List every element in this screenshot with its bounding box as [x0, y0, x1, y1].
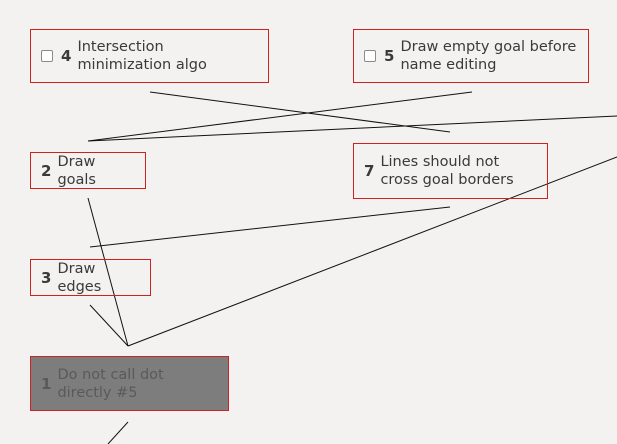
- goal-3[interactable]: 3 Draw edges: [30, 259, 151, 296]
- goal-title: Draw goals: [57, 153, 96, 188]
- edge: [107, 421, 129, 444]
- goal-title: Intersection minimization algo: [77, 39, 207, 73]
- goal-title: Lines should not cross goal borders: [380, 154, 514, 188]
- goal-2[interactable]: 2 Draw goals: [30, 152, 146, 189]
- goal-title: Do not call dot directly #5: [57, 366, 164, 401]
- goal-number: 1: [41, 374, 52, 393]
- goal-1[interactable]: 1 Do not call dot directly #5: [30, 356, 229, 411]
- goal-4[interactable]: 4 Intersection minimization algo: [30, 29, 269, 83]
- edge: [127, 156, 617, 347]
- goal-title: Draw empty goal before name editing: [400, 39, 577, 73]
- goal-number: 4: [61, 47, 72, 65]
- edge: [149, 91, 451, 133]
- edge: [89, 304, 129, 347]
- goal-number: 3: [41, 268, 52, 287]
- goal-title: Draw edges: [57, 260, 102, 295]
- goal-checkbox[interactable]: [41, 50, 53, 62]
- edge: [87, 115, 617, 142]
- goal-number: 2: [41, 161, 52, 180]
- edge: [87, 91, 473, 142]
- goal-number: 7: [364, 162, 375, 180]
- goal-5[interactable]: 5 Draw empty goal before name editing: [353, 29, 589, 83]
- edge: [89, 206, 451, 248]
- edge: [87, 197, 129, 347]
- goal-number: 5: [384, 47, 395, 65]
- goal-checkbox[interactable]: [364, 50, 376, 62]
- goal-7[interactable]: 7 Lines should not cross goal borders: [353, 143, 548, 199]
